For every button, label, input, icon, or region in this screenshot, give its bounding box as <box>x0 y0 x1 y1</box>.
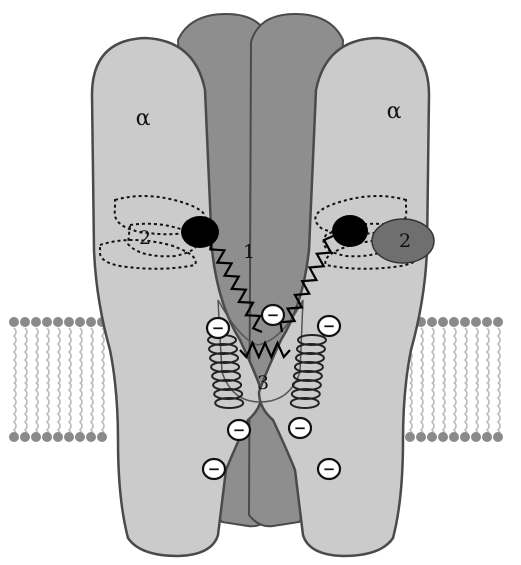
lipid-head <box>20 317 30 327</box>
lipid-head <box>438 317 448 327</box>
negative-charge-icon: − <box>228 420 250 440</box>
lipid-head <box>471 432 481 442</box>
lipid-head <box>471 317 481 327</box>
lipid-tail <box>25 328 27 384</box>
lipid-head <box>42 317 52 327</box>
lipid-head <box>493 432 503 442</box>
lipid-tail <box>14 382 16 438</box>
ball-left <box>181 216 219 248</box>
ball-right <box>332 215 368 247</box>
lipid-tail <box>102 328 104 384</box>
lipid-head <box>86 317 96 327</box>
alpha-label-right: α <box>387 99 402 124</box>
lipid-head <box>75 317 85 327</box>
negative-charge-icon: − <box>318 316 340 336</box>
lipid-tail <box>443 382 445 438</box>
lipid-head <box>493 317 503 327</box>
negative-charge-icon: − <box>203 459 225 479</box>
lipid-head <box>20 432 30 442</box>
negative-charge-icon: − <box>207 318 229 338</box>
lipid-tail <box>80 328 82 384</box>
lipid-head <box>427 317 437 327</box>
lipid-head <box>31 432 41 442</box>
lipid-tail <box>476 328 478 384</box>
lipid-tail <box>443 328 445 384</box>
lipid-tail <box>36 382 38 438</box>
lipid-tail <box>410 382 412 438</box>
lipid-tail <box>47 382 49 438</box>
lipid-head <box>75 432 85 442</box>
lipid-head <box>31 317 41 327</box>
negative-charge-symbol: − <box>323 317 336 335</box>
lipid-tail <box>432 328 434 384</box>
lipid-tail <box>421 328 423 384</box>
lipid-tail <box>36 328 38 384</box>
lipid-head <box>42 432 52 442</box>
site-3-label: 3 <box>257 372 269 394</box>
lipid-tail <box>58 382 60 438</box>
alpha-label-left: α <box>136 106 151 131</box>
negative-charge-icon: − <box>262 305 284 325</box>
lipid-tail <box>14 328 16 384</box>
lipid-tail <box>465 382 467 438</box>
lipid-tail <box>421 382 423 438</box>
lipid-tail <box>487 328 489 384</box>
negative-charge-symbol: − <box>267 306 280 324</box>
negative-charge-icon: − <box>318 459 340 479</box>
lipid-tail <box>47 328 49 384</box>
lipid-head <box>64 317 74 327</box>
lipid-tail <box>69 382 71 438</box>
lipid-head <box>482 432 492 442</box>
lipid-tail <box>454 328 456 384</box>
lipid-head <box>9 432 19 442</box>
lipid-head <box>416 432 426 442</box>
site-2-label-right: 2 <box>399 230 411 252</box>
lipid-tail <box>476 382 478 438</box>
lipid-tail <box>465 328 467 384</box>
lipid-head <box>438 432 448 442</box>
lipid-head <box>86 432 96 442</box>
lipid-head <box>9 317 19 327</box>
negative-charge-icon: − <box>289 418 311 438</box>
lipid-tail <box>80 382 82 438</box>
site-1-label: 1 <box>243 241 255 263</box>
lipid-head <box>64 432 74 442</box>
lipid-head <box>53 317 63 327</box>
lipid-head <box>482 317 492 327</box>
lipid-head <box>53 432 63 442</box>
lipid-head <box>427 432 437 442</box>
lipid-tail <box>487 382 489 438</box>
lipid-head <box>405 432 415 442</box>
negative-charge-symbol: − <box>323 460 336 478</box>
lipid-head <box>97 432 107 442</box>
negative-charge-symbol: − <box>294 419 307 437</box>
negative-charge-symbol: − <box>212 319 225 337</box>
lipid-tail <box>25 382 27 438</box>
lipid-head <box>449 317 459 327</box>
negative-charge-symbol: − <box>233 421 246 439</box>
lipid-tail <box>454 382 456 438</box>
site-2-label-left: 2 <box>139 227 151 249</box>
lipid-tail <box>102 382 104 438</box>
lipid-head <box>460 317 470 327</box>
lipid-tail <box>498 328 500 384</box>
lipid-head <box>449 432 459 442</box>
lipid-head <box>460 432 470 442</box>
lipid-tail <box>498 382 500 438</box>
lipid-tail <box>69 328 71 384</box>
negative-charge-symbol: − <box>208 460 221 478</box>
lipid-tail <box>91 382 93 438</box>
lipid-tail <box>91 328 93 384</box>
lipid-tail <box>58 328 60 384</box>
lipid-tail <box>432 382 434 438</box>
